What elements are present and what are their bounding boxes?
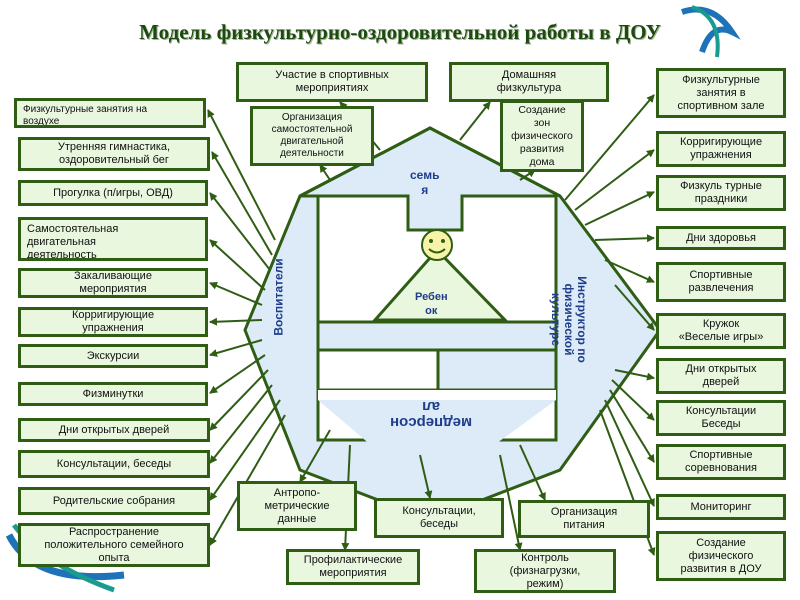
arrows-bottom <box>299 429 546 551</box>
page-title: Модель физкультурно-оздоровительной рабо… <box>139 20 661 44</box>
box-self-activity-org: Организация самостоятельной двигательной… <box>250 106 374 166</box>
right-box-3: Дни здоровья <box>656 226 786 250</box>
ribbon-decoration-icon <box>681 5 741 58</box>
right-box-4: Спортивные развлечения <box>656 262 786 302</box>
box-anthropometric: Антропо- метрические данные <box>237 481 357 531</box>
box-home-pe: Домашняя физкультура <box>449 62 609 102</box>
right-box-7: Консультации Беседы <box>656 400 786 436</box>
right-box-2: Физкуль турные праздники <box>656 175 786 211</box>
right-box-1: Корригирующие упражнения <box>656 131 786 167</box>
left-box-0: Физкультурные занятия на воздухе <box>14 98 206 128</box>
left-box-3: Самостоятельная двигательная деятельност… <box>18 217 208 261</box>
right-box-6: Дни открытых дверей <box>656 358 786 394</box>
label-child: Ребен ок <box>415 291 448 317</box>
label-medical: медперсон ал <box>390 398 473 431</box>
smiley-icon <box>421 229 453 261</box>
box-sport-events: Участие в спортивных мероприятиях <box>236 62 428 102</box>
left-box-1: Утренняя гимнастика, оздоровительный бег <box>18 137 210 171</box>
left-box-9: Консультации, беседы <box>18 450 210 478</box>
label-teachers: Воспитатели <box>271 258 286 336</box>
box-consultations: Консультации, беседы <box>374 498 504 538</box>
right-box-9: Мониторинг <box>656 494 786 520</box>
box-zones: Создание зон физического развития дома <box>500 100 584 172</box>
right-box-8: Спортивные соревнования <box>656 444 786 480</box>
left-box-8: Дни открытых дверей <box>18 418 210 442</box>
left-box-5: Корригирующие упражнения <box>18 307 208 337</box>
arrows-left <box>207 109 286 546</box>
left-box-6: Экскурсии <box>18 344 208 368</box>
right-box-10: Создание физического развития в ДОУ <box>656 531 786 581</box>
left-box-7: Физминутки <box>18 382 208 406</box>
child-triangle <box>371 247 509 322</box>
arrows-right <box>564 94 656 556</box>
left-box-4: Закаливающие мероприятия <box>18 268 208 298</box>
box-nutrition: Организация питания <box>518 500 650 538</box>
label-family: семь я <box>410 168 440 197</box>
right-box-5: Кружок «Веселые игры» <box>656 313 786 349</box>
left-box-10: Родительские собрания <box>18 487 210 515</box>
label-instructor: Инструктор по физической культуре <box>548 276 589 363</box>
box-control: Контроль (физнагрузки, режим) <box>474 549 616 593</box>
left-box-11: Распространение положительного семейного… <box>18 523 210 567</box>
left-box-2: Прогулка (п/игры, ОВД) <box>18 180 208 206</box>
box-prophylactic: Профилактические мероприятия <box>286 549 420 585</box>
right-box-0: Физкультурные занятия в спортивном зале <box>656 68 786 118</box>
